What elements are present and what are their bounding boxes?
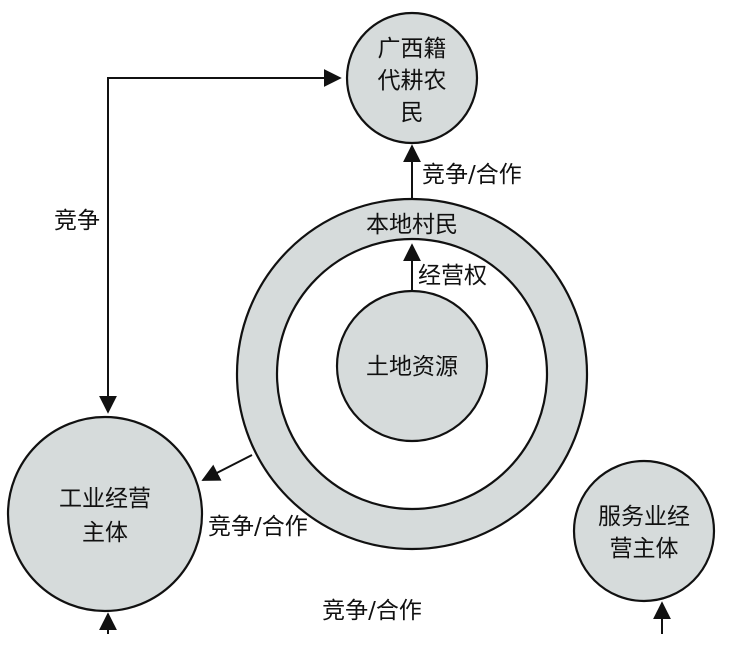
service-label-line-1: 服务业经	[598, 504, 690, 530]
land-resources-label: 土地资源	[366, 354, 458, 380]
guangxi-label-line-3: 民	[401, 100, 424, 126]
industrial-label-line-2: 主体	[82, 520, 128, 546]
industrial-label-line-1: 工业经营	[59, 486, 151, 512]
service-operator-node: 服务业经 营主体	[572, 459, 716, 603]
ring-to-industrial-arrow	[201, 454, 253, 481]
bottom-label: 竞争/合作	[322, 598, 422, 624]
guangxi-label-line-2: 代耕农	[378, 68, 447, 94]
guangxi-label-line-1: 广西籍	[378, 36, 447, 62]
operating-rights-label: 经营权	[418, 263, 487, 289]
land-resources-node: 土地资源	[335, 289, 489, 443]
service-label-line-2: 营主体	[610, 536, 679, 562]
industrial-operator-node: 工业经营 主体	[6, 415, 204, 613]
villagers-to-guangxi-label: 竞争/合作	[422, 162, 522, 188]
guangxi-farmers-node: 广西籍 代耕农 民	[345, 11, 479, 145]
ring-to-industrial-label: 竞争/合作	[208, 514, 308, 540]
left-competition-arrow	[99, 69, 342, 414]
local-villagers-label: 本地村民	[366, 212, 458, 238]
left-competition-label: 竞争	[54, 208, 100, 234]
